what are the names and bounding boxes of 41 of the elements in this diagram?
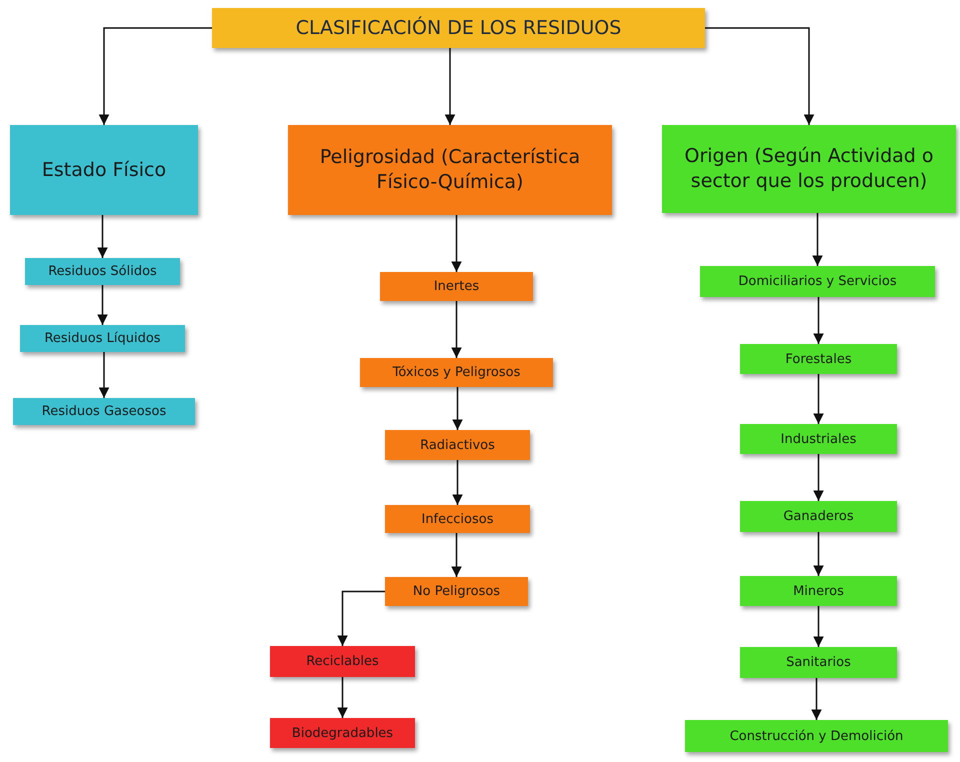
item-box: Mineros	[740, 576, 897, 606]
item-box: Radiactivos	[385, 430, 530, 460]
arrow	[813, 454, 824, 501]
arrow	[813, 374, 824, 424]
arrow	[811, 678, 822, 720]
arrow	[452, 460, 463, 505]
item-box: Residuos Sólidos	[25, 258, 180, 285]
item-box: Sanitarios	[740, 647, 897, 678]
category-box: Estado Físico	[10, 125, 198, 215]
item-box: Residuos Gaseosos	[13, 398, 195, 425]
item-box: Construcción y Demolición	[685, 720, 948, 752]
item-box: Domiciliarios y Servicios	[700, 266, 935, 297]
arrow	[97, 215, 108, 258]
item-box: No Peligrosos	[385, 577, 528, 606]
arrow	[451, 533, 462, 577]
arrow	[451, 215, 462, 272]
title-banner: CLASIFICACIÓN DE LOS RESIDUOS	[212, 8, 705, 48]
arrow	[813, 297, 824, 344]
arrow	[812, 213, 823, 266]
arrow	[813, 606, 824, 647]
arrow	[813, 532, 824, 576]
arrow	[97, 285, 108, 325]
item-box: Ganaderos	[740, 501, 897, 532]
arrow	[98, 27, 212, 125]
item-box: Infecciosos	[385, 505, 530, 533]
arrow	[337, 677, 348, 718]
arrow	[705, 27, 814, 125]
arrow	[98, 352, 110, 398]
arrow	[337, 590, 385, 646]
category-box: Origen (Según Actividad o sector que los producen)	[662, 125, 956, 213]
item-box: Inertes	[380, 272, 533, 301]
arrow	[451, 301, 462, 358]
category-box: Peligrosidad (Característica Físico-Química)	[288, 125, 612, 215]
item-box: Forestales	[740, 344, 897, 374]
item-box: Industriales	[740, 424, 897, 454]
arrow	[444, 48, 456, 125]
item-box: Tóxicos y Peligrosos	[360, 358, 553, 387]
arrow	[452, 387, 463, 430]
item-box: Reciclables	[270, 646, 415, 677]
item-box: Biodegradables	[270, 718, 415, 748]
item-box: Residuos Líquidos	[20, 325, 185, 352]
